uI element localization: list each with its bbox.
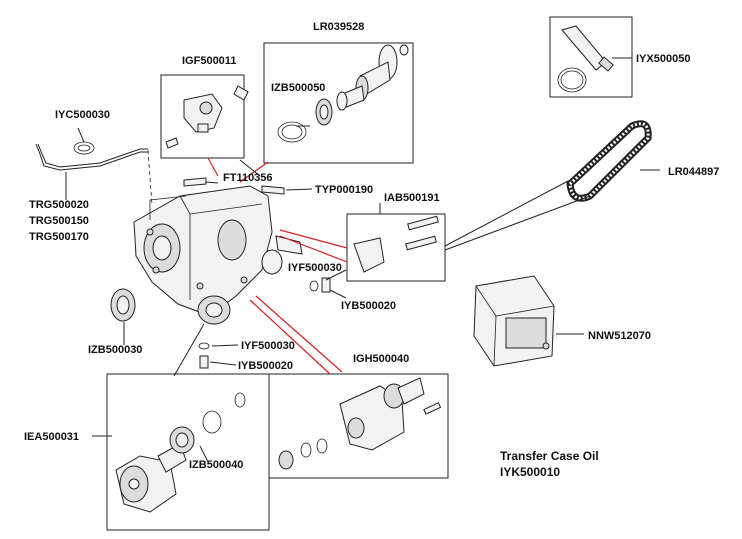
label-izb500030: IZB500030 [88,344,142,356]
label-trg500150: TRG500150 [29,215,89,227]
label-izb500040: IZB500040 [189,459,243,471]
red-reference-lines [207,157,348,375]
label-izb500050: IZB500050 [271,82,325,94]
label-typ000190: TYP000190 [315,184,373,196]
note-oil-title: Transfer Case Oil [500,449,599,463]
label-trg500170: TRG500170 [29,231,89,243]
leader-lines [65,57,660,463]
breather-pipe-part [35,141,153,206]
front-seal-part [110,288,136,322]
label-iyc500030: IYC500030 [55,109,110,121]
drive-belt-part [566,120,652,202]
plug-right-part [309,277,331,293]
label-iyb500020-right: IYB500020 [341,300,396,312]
box-sensor [160,74,245,159]
control-module-part [473,275,555,367]
plug-lower-part [198,342,210,369]
label-iyx500050: IYX500050 [636,53,690,65]
note-oil-part: IYK500010 [500,465,560,479]
front-output-flange-part [277,44,409,143]
transfer-case-housing [133,185,303,325]
label-igh500040: IGH500040 [353,353,409,365]
label-iyb500020-lower: IYB500020 [238,360,293,372]
label-iab500191: IAB500191 [384,192,440,204]
box-front-output-flange [263,42,414,164]
label-lr039528: LR039528 [313,21,364,33]
label-trg500020: TRG500020 [29,199,89,211]
actuator-bracket-part [353,215,439,273]
sealant-tube-part [557,25,614,93]
label-igf500011: IGF500011 [182,55,236,67]
box-motor [268,373,449,479]
label-iyf500030-right: IYF500030 [288,262,342,274]
bolt-parts [183,177,285,195]
label-ft110356: FT110356 [223,172,273,184]
rear-output-shaft-part [115,392,246,513]
label-iea500031: IEA500031 [24,431,79,443]
box-sealant-kit [549,16,633,98]
sensor-part [165,85,249,149]
label-lr044897: LR044897 [668,166,719,178]
label-nnw512070: NNW512070 [588,330,651,342]
label-iyf500030-lower: IYF500030 [241,340,295,352]
actuator-motor-part [278,377,442,470]
